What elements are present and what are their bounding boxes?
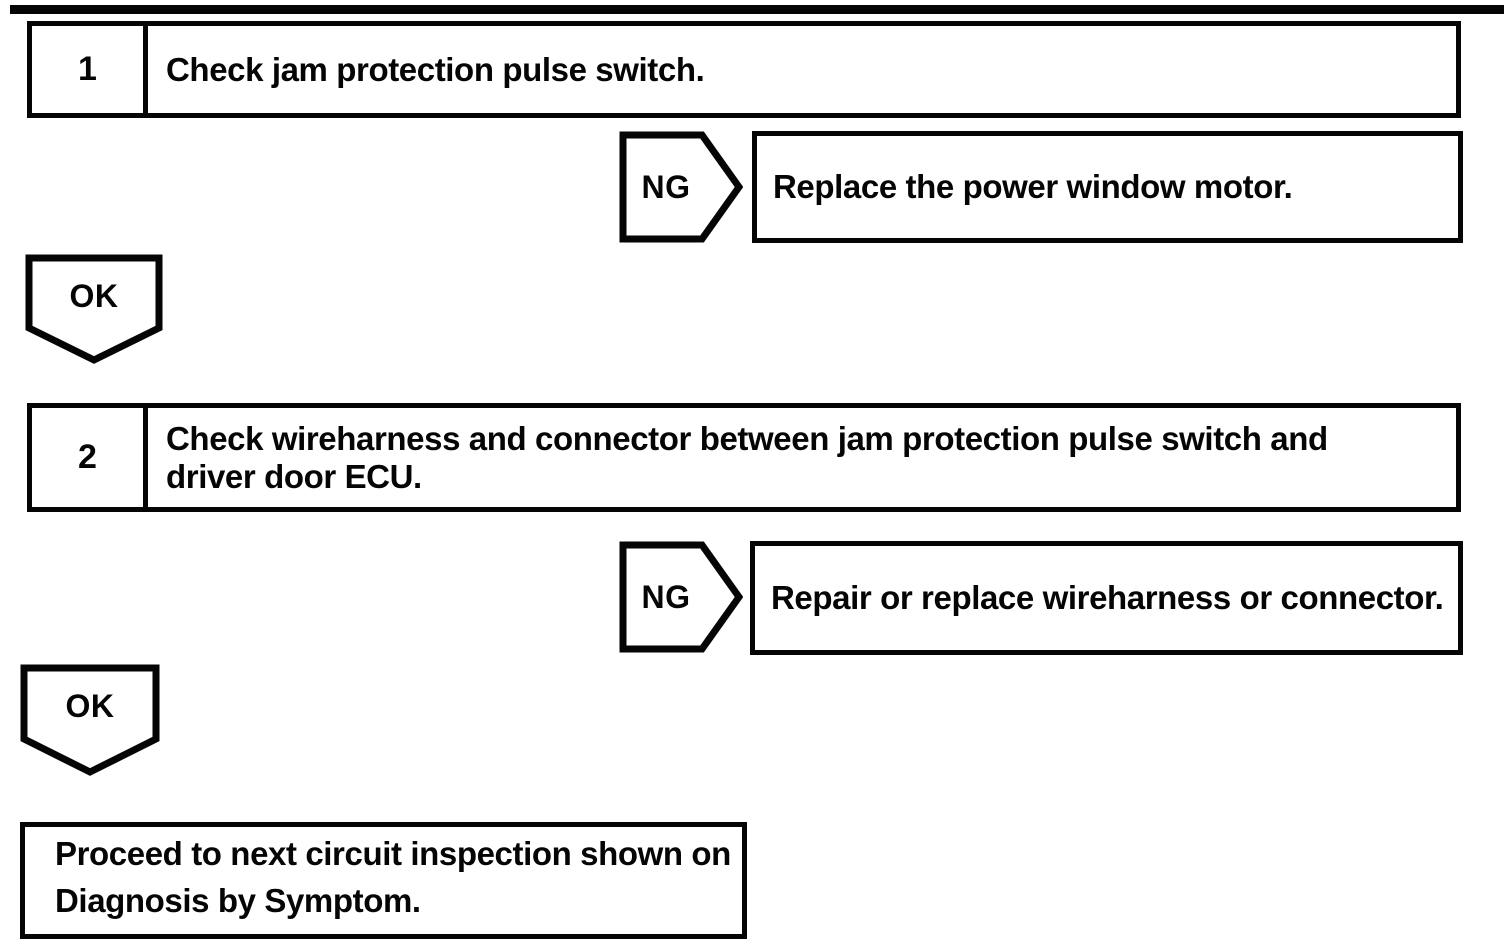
ok-label: OK	[69, 278, 119, 314]
step-2-ok-arrow: OK	[20, 664, 160, 776]
step-1-box: 1 Check jam protection pulse switch.	[27, 21, 1461, 118]
step-1-ng-action-box: Replace the power window motor.	[752, 131, 1463, 243]
ok-label: OK	[65, 688, 115, 724]
step-2-instruction: Check wireharness and connector between …	[166, 419, 1328, 495]
ok-arrow-shape	[25, 254, 163, 364]
step-2-ng-arrow: NG	[619, 541, 743, 653]
step-2-box: 2 Check wireharness and connector betwee…	[27, 403, 1461, 512]
ng-label: NG	[641, 578, 691, 615]
terminal-text: Proceed to next circuit inspection shown…	[55, 834, 731, 919]
step-number: 2	[78, 438, 97, 476]
step-1-ng-arrow: NG	[619, 131, 743, 243]
step-1-instruction: Check jam protection pulse switch.	[166, 50, 705, 88]
ng-label: NG	[641, 168, 691, 205]
step-1-number-cell: 1	[32, 26, 148, 113]
terminal-box: Proceed to next circuit inspection shown…	[20, 822, 747, 939]
step-number: 1	[78, 50, 97, 88]
ng-action-text: Repair or replace wireharness or connect…	[771, 579, 1444, 616]
ok-arrow-shape	[20, 664, 160, 776]
top-rule	[10, 5, 1504, 14]
step-2-number-cell: 2	[32, 408, 148, 507]
step-2-ng-action-box: Repair or replace wireharness or connect…	[750, 541, 1463, 655]
ng-arrow-shape	[619, 131, 743, 243]
ng-arrow-shape	[619, 541, 743, 653]
step-1-ok-arrow: OK	[25, 254, 163, 364]
ng-action-text: Replace the power window motor.	[773, 168, 1293, 205]
